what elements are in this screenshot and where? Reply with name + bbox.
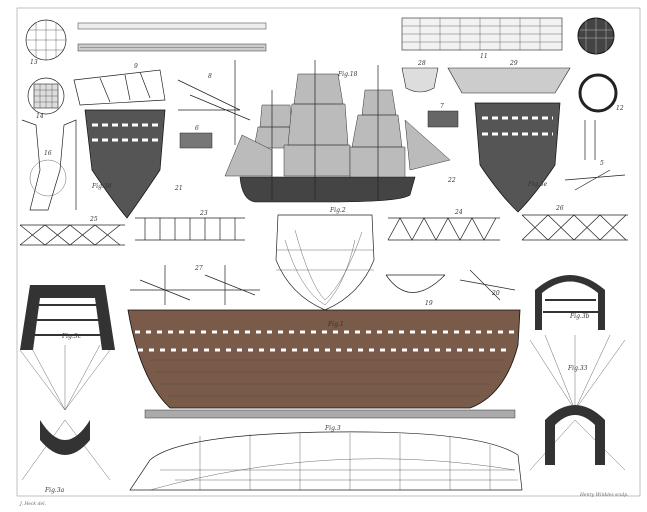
label-5: 5 — [600, 160, 604, 167]
label-28: 28 — [417, 60, 426, 67]
label-25: 25 — [89, 216, 98, 223]
beams-top — [77, 22, 267, 52]
stern-view-left: Fig.3d — [84, 109, 166, 219]
label-14: 14 — [36, 113, 44, 120]
label-19: 19 — [425, 300, 433, 307]
square-in-circle-14: 14 — [27, 77, 65, 120]
fig18-sailing-ship: Fig.18 — [224, 60, 451, 203]
label-8: 8 — [208, 73, 212, 80]
label-22: 22 — [447, 177, 456, 184]
label-29: 29 — [509, 60, 518, 67]
frame-fig3c: Fig.3c — [20, 285, 115, 350]
rigging-diagram-8: 8 6 — [177, 60, 251, 149]
fig3d-label: Fig.3d — [91, 183, 112, 190]
fig3c-label: Fig.3c — [61, 333, 82, 340]
fig3e-label: Fig.3e — [527, 181, 548, 188]
frame-16: 16 — [21, 119, 77, 211]
stern-gallery-29: 29 — [447, 60, 571, 94]
label-27: 27 — [194, 265, 203, 272]
frame-28: 28 — [401, 60, 439, 93]
label-9: 9 — [134, 63, 138, 70]
fig3-half-breadth: Fig.3 — [129, 425, 523, 491]
circle-grid-10 — [577, 17, 615, 55]
label-26: 26 — [555, 205, 564, 212]
fig18-label: Fig.18 — [337, 71, 358, 78]
label-11: 11 — [480, 53, 488, 60]
section-fig33: Fig.33 — [529, 334, 626, 471]
credit-draughtsman: J. Heck del. — [19, 501, 47, 507]
section-fig3a: Fig.3a — [19, 344, 111, 494]
block-7: 7 — [427, 103, 459, 128]
fig3b-label: Fig.3b — [569, 313, 590, 320]
label-21: 21 — [174, 185, 183, 192]
label-12: 12 — [616, 105, 624, 112]
fig33-label: Fig.33 — [567, 365, 588, 372]
fig1-label: Fig.1 — [327, 321, 344, 328]
circular-grid-13: 13 — [25, 19, 67, 66]
fig1-hull-profile: Fig.1 — [127, 309, 521, 419]
fittings-right: 5 — [564, 120, 626, 191]
small-diagrams-mid: 27 19 20 — [130, 265, 516, 307]
label-13: 13 — [30, 59, 38, 66]
label-23: 23 — [199, 210, 208, 217]
label-24: 24 — [454, 209, 463, 216]
truss-diagram-9: 9 — [73, 63, 166, 106]
stern-view-right: Fig.3e — [474, 102, 561, 213]
label-6: 6 — [195, 125, 199, 132]
credit-engraver: Henry Winkles sculp. — [579, 492, 629, 498]
fig3-label: Fig.3 — [324, 425, 341, 432]
deck-plan-11: 11 — [401, 17, 563, 60]
fig2-body-plan: Fig.2 — [275, 207, 375, 311]
fig3a-label: Fig.3a — [44, 487, 65, 494]
label-16: 16 — [44, 150, 52, 157]
trusses-row: 23 24 25 26 21 22 — [19, 177, 628, 246]
ring-12: 12 — [578, 73, 624, 113]
label-7: 7 — [440, 103, 444, 110]
frame-fig3b: Fig.3b — [535, 275, 605, 330]
label-20: 20 — [491, 290, 500, 297]
plate-border — [16, 7, 641, 497]
fig2-label: Fig.2 — [329, 207, 346, 214]
